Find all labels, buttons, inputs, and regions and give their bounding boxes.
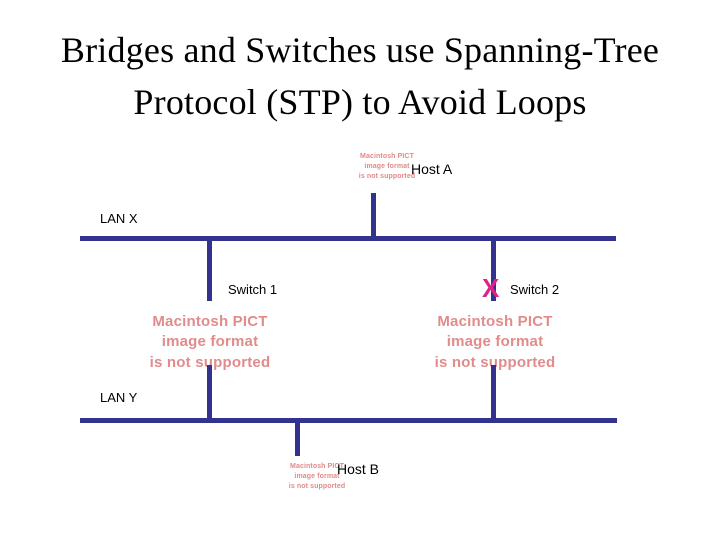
placeholder-line-1: Macintosh PICT (152, 313, 268, 330)
page-title: Bridges and Switches use Spanning-Tree P… (60, 30, 660, 123)
host-a-image-placeholder: Macintosh PICT image format is not suppo… (343, 152, 431, 182)
lan-y-label: LAN Y (100, 390, 138, 405)
placeholder-line-2: image format (364, 163, 410, 171)
placeholder-line-2: image format (294, 473, 340, 481)
lan-x-label: LAN X (100, 211, 138, 226)
placeholder-line-1: Macintosh PICT (437, 313, 553, 330)
placeholder-line-3: is not supported (358, 173, 416, 181)
lan-y-bus-line (80, 418, 617, 423)
placeholder-line-2: image format (161, 333, 259, 351)
host-b-link-line (295, 418, 300, 456)
switch-2-image-placeholder: Macintosh PICT image format is not suppo… (410, 312, 580, 373)
placeholder-line-2: image format (446, 333, 544, 351)
placeholder-line-3: is not supported (288, 483, 346, 491)
host-b-image-placeholder: Macintosh PICT image format is not suppo… (273, 462, 361, 492)
switch-1-uplink-line (207, 236, 212, 301)
placeholder-line-1: Macintosh PICT (360, 153, 414, 160)
switch-2-uplink-line (491, 236, 496, 301)
switch-2-downlink-line (491, 365, 496, 423)
switch-1-downlink-line (207, 365, 212, 423)
placeholder-line-3: is not supported (149, 353, 271, 371)
placeholder-line-3: is not supported (434, 353, 556, 371)
switch-1-label: Switch 1 (228, 282, 278, 297)
host-a-label: Host A (411, 161, 453, 177)
blocked-port-x-icon: X (482, 273, 500, 303)
host-b-label: Host B (337, 461, 380, 477)
switch-1-image-placeholder: Macintosh PICT image format is not suppo… (125, 312, 295, 373)
switch-2-label: Switch 2 (510, 282, 560, 297)
lan-x-bus-line (80, 236, 616, 241)
placeholder-line-1: Macintosh PICT (290, 463, 344, 470)
host-a-link-line (371, 193, 376, 241)
